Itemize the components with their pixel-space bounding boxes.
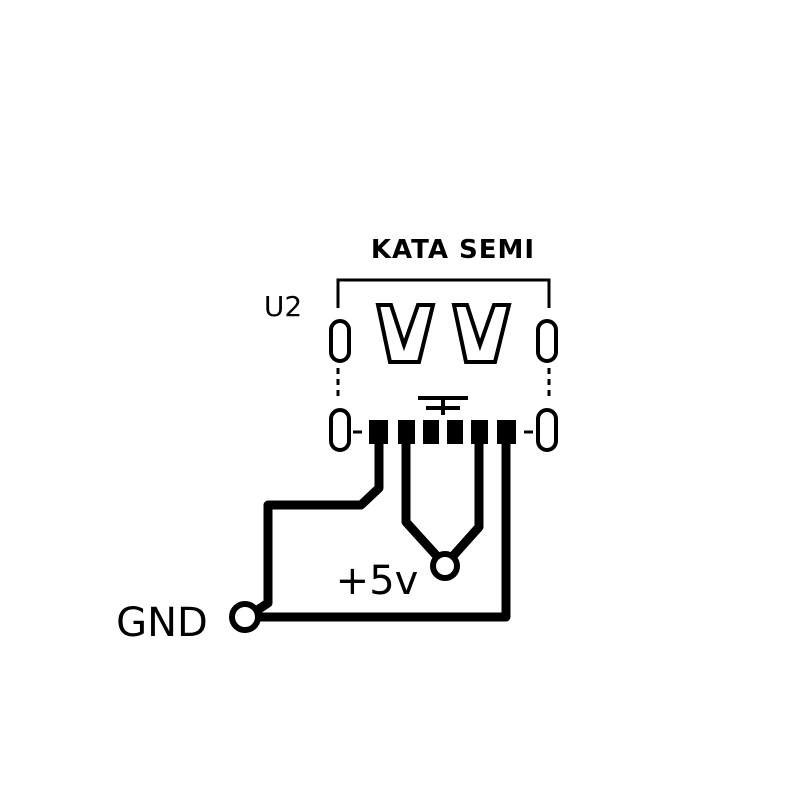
- smd-pad: [398, 420, 415, 444]
- smd-pad: [497, 420, 516, 444]
- vcc-terminal: [430, 551, 460, 581]
- mounting-tab: [329, 319, 351, 363]
- vcc-net-label: +5v: [336, 558, 419, 604]
- key-mark: [418, 396, 468, 415]
- gnd-trace: [244, 444, 384, 621]
- smd-pad: [471, 420, 488, 444]
- vcc-trace-left: [401, 444, 449, 569]
- smd-pad: [369, 420, 388, 444]
- mounting-tabs: [329, 319, 558, 452]
- gnd-net-label: GND: [116, 600, 208, 646]
- usb-contact-symbol: [375, 303, 436, 364]
- mounting-tab: [536, 408, 558, 452]
- vcc-trace-right: [441, 444, 484, 569]
- component-outline: [336, 278, 551, 396]
- traces: [244, 444, 511, 622]
- usb-contacts: [375, 303, 512, 364]
- smd-pad: [447, 420, 463, 444]
- terminals: [229, 551, 460, 633]
- manufacturer-label: KATA SEMI: [371, 235, 535, 265]
- gnd-return-trace: [247, 444, 511, 622]
- usb-contact-symbol: [451, 303, 512, 364]
- smd-pad: [423, 420, 439, 444]
- mounting-tab: [329, 408, 351, 452]
- component-ref-label: U2: [264, 290, 302, 323]
- gnd-terminal: [229, 601, 261, 633]
- smd-pads: [369, 420, 516, 444]
- mounting-tab: [536, 319, 558, 363]
